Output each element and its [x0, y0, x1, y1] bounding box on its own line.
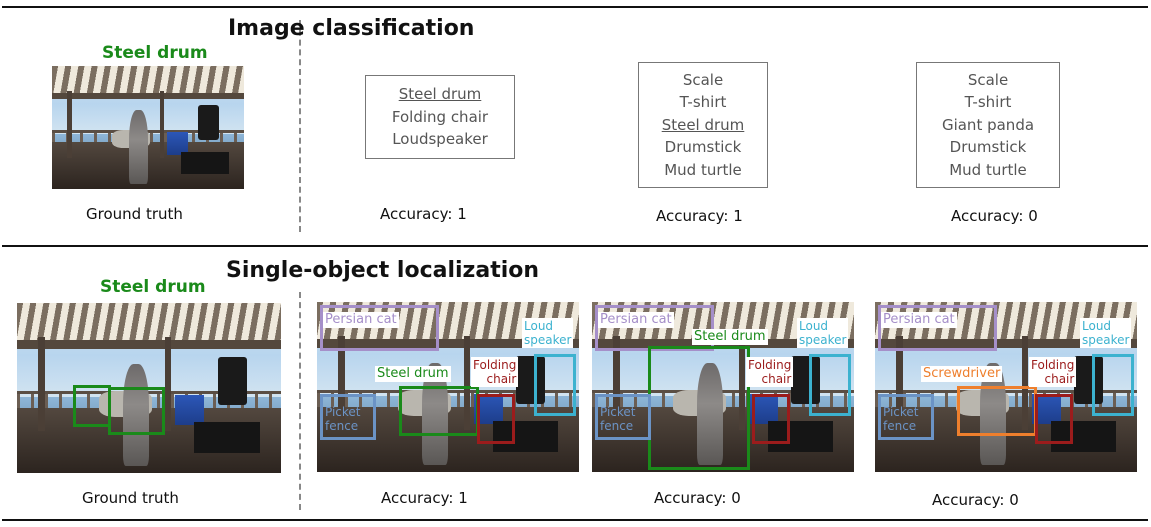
bbox-label-steel-drum: Steel drum: [692, 329, 768, 345]
bbox-persian-cat: [595, 305, 714, 351]
bbox-label-folding-chair: Folding chair: [1029, 357, 1077, 387]
localization-accuracy-3: Accuracy: 0: [932, 491, 1019, 509]
prediction-label: Mud turtle: [664, 160, 742, 179]
prediction-accuracy-1: Accuracy: 1: [380, 205, 467, 223]
bbox-persian-cat: [878, 305, 997, 351]
bbox-label-loud-speaker: Loud speaker: [1080, 318, 1132, 348]
prediction-label: Mud turtle: [949, 160, 1027, 179]
localization-panel-1: Persian cat Loud speaker Steel drum Fold…: [317, 302, 579, 472]
bbox-label-picket-fence: Picket fence: [883, 405, 919, 433]
prediction-label: Folding chair: [391, 107, 489, 126]
prediction-label: Drumstick: [949, 138, 1027, 157]
bbox-loud-speaker: [1092, 354, 1134, 416]
bbox-picket-fence: [320, 394, 376, 440]
localization-accuracy-1: Accuracy: 1: [381, 489, 468, 507]
middle-rule: [2, 245, 1148, 247]
prediction-box-3: Scale T-shirt Giant panda Drumstick Mud …: [916, 62, 1060, 188]
bbox-persian-cat: [320, 305, 439, 351]
prediction-box-1: Steel drum Folding chair Loudspeaker: [365, 75, 515, 159]
prediction-label: Scale: [682, 70, 724, 89]
bbox-label-screwdriver: Screwdriver: [921, 366, 1003, 382]
bbox-label-persian-cat: Persian cat: [323, 312, 399, 328]
localization-panel-3: Persian cat Loud speaker Screwdriver Fol…: [875, 302, 1137, 472]
classification-title: Image classification: [228, 16, 475, 41]
localization-panel-2: Persian cat Loud speaker Steel drum Fold…: [592, 302, 854, 472]
prediction-label: T-shirt: [679, 93, 727, 112]
bbox-label-persian-cat: Persian cat: [598, 312, 674, 328]
classification-gt-label: Steel drum: [102, 43, 208, 63]
bbox-folding-chair: [752, 394, 790, 444]
bbox-folding-chair: [477, 394, 515, 444]
prediction-label: Scale: [967, 70, 1009, 89]
prediction-label: Steel drum: [661, 115, 745, 134]
bbox-label-picket-fence: Picket fence: [325, 405, 361, 433]
bbox-picket-fence: [595, 394, 651, 440]
bbox-label-folding-chair: Folding chair: [746, 357, 794, 387]
bbox-folding-chair: [1035, 394, 1073, 444]
prediction-box-2: Scale T-shirt Steel drum Drumstick Mud t…: [638, 62, 768, 188]
prediction-label: Loudspeaker: [392, 130, 488, 149]
prediction-label: Giant panda: [941, 115, 1035, 134]
localization-gt-caption: Ground truth: [82, 489, 179, 507]
top-rule: [2, 6, 1148, 8]
top-divider: [299, 20, 301, 232]
classification-gt-caption: Ground truth: [86, 205, 183, 223]
gt-bbox-steel-drum: [108, 387, 165, 435]
bbox-label-loud-speaker: Loud speaker: [522, 318, 574, 348]
prediction-accuracy-2: Accuracy: 1: [656, 207, 743, 225]
prediction-label: T-shirt: [964, 93, 1012, 112]
localization-accuracy-2: Accuracy: 0: [654, 489, 741, 507]
bbox-label-picket-fence: Picket fence: [600, 405, 636, 433]
bbox-loud-speaker: [534, 354, 576, 416]
prediction-label: Drumstick: [664, 138, 742, 157]
gt-bbox-steel-drum: [73, 385, 111, 427]
prediction-accuracy-3: Accuracy: 0: [951, 207, 1038, 225]
bbox-steel-drum: [399, 386, 479, 436]
localization-gt-photo: [17, 303, 281, 473]
prediction-label: Steel drum: [398, 85, 482, 104]
bbox-steel-drum: [648, 346, 750, 470]
bottom-divider: [299, 292, 301, 510]
bbox-label-persian-cat: Persian cat: [881, 312, 957, 328]
localization-title: Single-object localization: [226, 258, 540, 283]
bbox-label-steel-drum: Steel drum: [375, 366, 451, 382]
bbox-loud-speaker: [809, 354, 851, 416]
bbox-label-loud-speaker: Loud speaker: [797, 318, 849, 348]
localization-gt-label: Steel drum: [100, 277, 206, 297]
classification-gt-photo: [52, 66, 244, 189]
bbox-picket-fence: [878, 394, 934, 440]
bbox-label-folding-chair: Folding chair: [471, 357, 519, 387]
bbox-screwdriver: [957, 386, 1037, 436]
bottom-rule: [2, 519, 1148, 521]
